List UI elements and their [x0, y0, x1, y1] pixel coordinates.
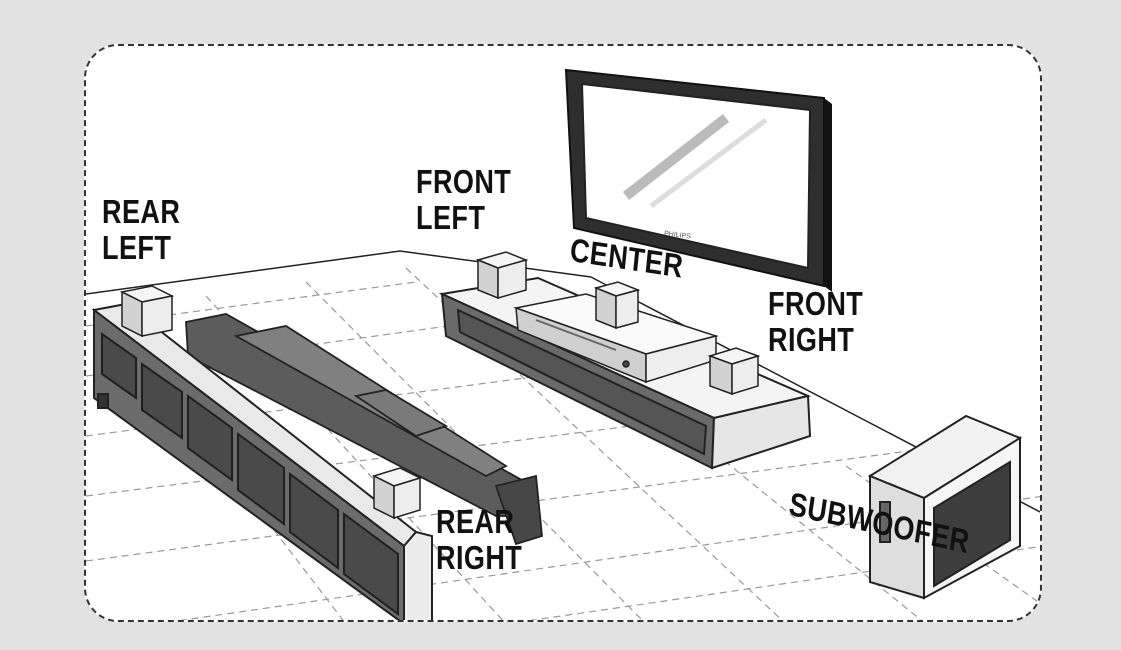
front-right-label: FRONT RIGHT — [768, 286, 863, 358]
front-right-label-line2: RIGHT — [768, 321, 855, 358]
cabinet — [91, 302, 433, 620]
room-illustration — [86, 68, 1040, 620]
diagram-panel: PHILIPS REAR LEFT FRONT LEFT CENTER FRON… — [84, 44, 1042, 622]
front-right-label-line1: FRONT — [768, 285, 864, 322]
front-left-label-line2: LEFT — [416, 199, 486, 236]
sofa — [185, 313, 543, 546]
rear-right-label-line2: RIGHT — [436, 539, 523, 576]
speaker-rear-left — [119, 285, 175, 338]
rear-left-label: REAR LEFT — [102, 194, 180, 266]
subwoofer — [867, 414, 1023, 600]
speaker-center — [593, 281, 641, 330]
speaker-front-right — [707, 347, 761, 396]
front-left-label-line1: FRONT — [416, 163, 512, 200]
speaker-rear-right — [371, 467, 423, 520]
rear-right-label: REAR RIGHT — [436, 504, 522, 576]
rear-right-label-line1: REAR — [436, 503, 515, 540]
speaker-front-left — [475, 251, 529, 300]
rear-left-label-line1: REAR — [102, 193, 181, 230]
front-left-label: FRONT LEFT — [416, 164, 511, 236]
rear-left-label-line2: LEFT — [102, 229, 172, 266]
tv — [564, 68, 832, 292]
